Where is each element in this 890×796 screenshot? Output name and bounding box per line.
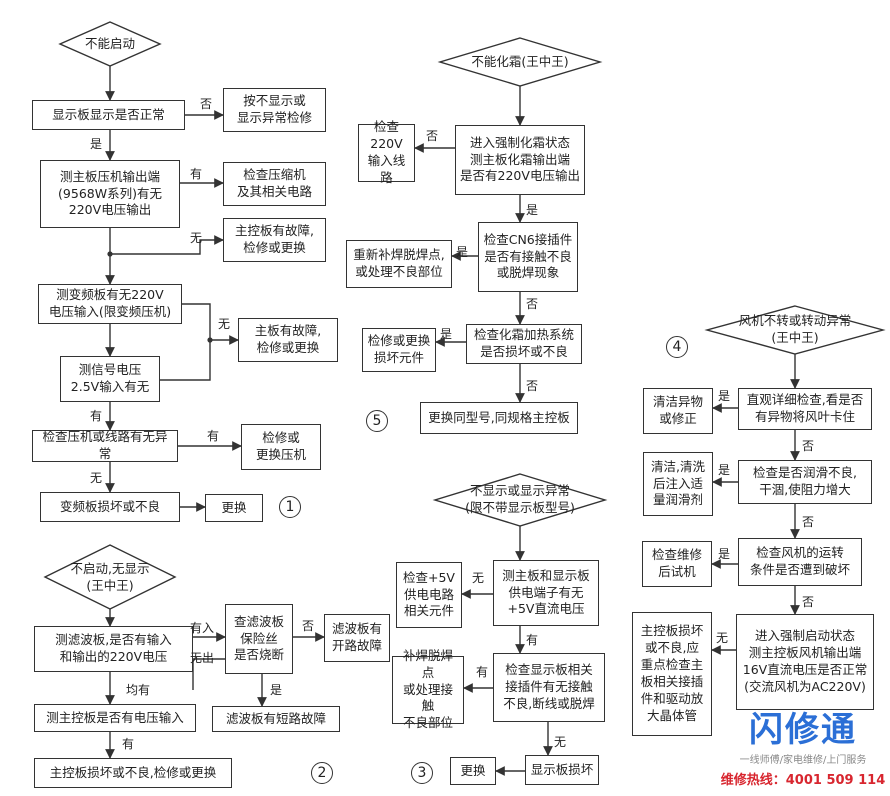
flow1-display-check: 显示板显示是否正常	[32, 100, 185, 130]
flow2-label-have: 有	[122, 737, 135, 751]
flow4-label-no-b: 否	[802, 515, 815, 529]
flow1-label-have-c: 有	[207, 429, 220, 443]
flow1-label-have-a: 有	[190, 167, 203, 181]
flow1-inverter-bad: 变频板损坏或不良	[40, 492, 180, 522]
flow4-repair-test: 检查维修 后试机	[642, 541, 712, 587]
flow2-start: 不启动,无显示 (王中王)	[70, 561, 150, 593]
flow2-label-in-yes: 有入	[190, 621, 215, 635]
flow5-cn6: 检查CN6接插件 是否有接触不良 或脱焊现象	[478, 222, 578, 292]
flow5-label-yes-a: 是	[526, 203, 539, 217]
flow3-check-connector: 检查显示板相关 接插件有无接触 不良,断线或脱焊	[493, 653, 605, 722]
flow2-filter-open: 滤波板有 开路故障	[324, 614, 390, 662]
flow2-label-yes: 是	[270, 683, 283, 697]
flow4-label-yes-a: 是	[718, 389, 731, 403]
flow1-replace: 更换	[205, 494, 263, 522]
flow4-lube: 检查是否润滑不良, 干涸,使阻力增大	[738, 460, 872, 504]
flow1-label-have-b: 有	[90, 409, 103, 423]
flow1-label-none-a: 无	[190, 231, 203, 245]
flow4-label-no-a: 否	[802, 439, 815, 453]
flow3-resolder: 补焊脱焊点 或处理接触 不良部位	[392, 648, 464, 730]
flow5-repair-heater: 检修或更换 损坏元件	[362, 328, 436, 372]
flow2-filter-board: 测滤波板,是否有输入 和输出的220V电压	[34, 626, 193, 672]
flow5-label-no-c: 否	[526, 379, 539, 393]
flow4-label-yes-c: 是	[718, 547, 731, 561]
brand-name: 闪修通	[749, 710, 857, 750]
flow5-start: 不能化霜(王中王)	[471, 53, 569, 69]
flow5-replace-board: 更换同型号,同规格主控板	[420, 402, 578, 434]
flow2-filter-fuse: 查滤波板 保险丝 是否烧断	[225, 604, 293, 674]
flow3-check5v: 测主板和显示板 供电端子有无 +5V直流电压	[493, 560, 599, 626]
flow1-main-board-fault-a: 主控板有故障, 检修或更换	[223, 218, 326, 262]
brand-tagline: 一线师傅/家电维修/上门服务	[739, 755, 867, 767]
flow5-label-yes-b: 是	[456, 245, 469, 259]
flow1-label-none-c: 无	[90, 471, 103, 485]
flow3-label-none-b: 无	[554, 735, 567, 749]
flow4-force-start: 进入强制启动状态 测主控板风机输出端 16V直流电压是否正常 (交流风机为AC2…	[736, 614, 874, 710]
flow3-label-none: 无	[472, 571, 485, 585]
flow3-replace: 更换	[450, 757, 496, 785]
flow5-label-no-b: 否	[526, 297, 539, 311]
flow1-signal-voltage: 测信号电压 2.5V输入有无	[60, 356, 160, 402]
flow3-check-5v-circuit: 检查+5V 供电电路 相关元件	[396, 562, 462, 628]
flow1-label-none-b: 无	[218, 317, 231, 331]
flow5-defrost: 进入强制化霜状态 测主板化霜输出端 是否有220V电压输出	[455, 125, 585, 195]
brand-hotline: 维修热线：4001 509 114	[720, 773, 886, 789]
flow1-check-line: 检查压机或线路有无异常	[32, 429, 178, 462]
flow4-start: 风机不转或转动异常 (王中王)	[738, 313, 852, 345]
flow3-display-bad: 显示板损坏	[525, 755, 599, 785]
flow1-number: 1	[279, 496, 301, 518]
flow4-label-none: 无	[716, 631, 729, 645]
flow4-main-fault: 主控板损坏 或不良,应 重点检查主 板相关接插 件和驱动放 大晶体管	[632, 612, 712, 736]
flow5-label-yes-c: 是	[440, 327, 453, 341]
flow2-label-both: 均有	[126, 683, 151, 697]
flow1-label-no: 否	[200, 97, 213, 111]
flow3-label-have-b: 有	[476, 665, 489, 679]
flow2-filter-short: 滤波板有短路故障	[212, 706, 340, 732]
flow4-number: 4	[666, 336, 688, 358]
flow2-main-input: 测主控板是否有电压输入	[34, 704, 196, 732]
brand-watermark: 闪修通 一线师傅/家电维修/上门服务 维修热线：4001 509 114	[720, 710, 886, 789]
flow4-clean-lube: 清洁,清洗 后注入适 量润滑剂	[643, 452, 713, 516]
flow2-label-out-none: 无出	[190, 651, 215, 665]
flow5-label-no-a: 否	[426, 129, 439, 143]
flow1-label-yes: 是	[90, 137, 103, 151]
flow3-number: 3	[411, 762, 433, 784]
flow2-label-no: 否	[302, 619, 315, 633]
flow4-inspect: 直观详细检查,看是否 有异物将风叶卡住	[738, 388, 872, 430]
flow3-start: 不显示或显示异常 (限不带显示板型号)	[465, 483, 575, 515]
flow1-start: 不能启动	[84, 35, 135, 51]
flow4-label-no-c: 否	[802, 595, 815, 609]
flow4-clean: 清洁异物 或修正	[643, 388, 713, 434]
flow1-display-fix: 按不显示或 显示异常检修	[223, 88, 326, 132]
flow5-number: 5	[366, 410, 388, 432]
flow5-check-220: 检查220V 输入线路	[358, 119, 415, 185]
flow3-label-have: 有	[526, 633, 539, 647]
flow4-label-yes-b: 是	[718, 463, 731, 477]
flow2-main-bad: 主控板损坏或不良,检修或更换	[34, 758, 232, 788]
flow1-main-board-fault-b: 主板有故障, 检修或更换	[238, 318, 338, 362]
flow1-check-compressor: 检查压缩机 及其相关电路	[223, 162, 326, 206]
flow5-heater: 检查化霜加热系统 是否损坏或不良	[466, 324, 582, 364]
flow1-inverter-input: 测变频板有无220V 电压输入(限变频压机)	[38, 284, 182, 324]
flow4-fan-condition: 检查风机的运转 条件是否遭到破坏	[738, 538, 862, 586]
flow2-number: 2	[311, 762, 333, 784]
flow1-repair-compressor: 检修或 更换压机	[241, 424, 321, 470]
flow5-resolder: 重新补焊脱焊点, 或处理不良部位	[346, 240, 452, 288]
flow1-compressor-output: 测主板压机输出端 (9568W系列)有无 220V电压输出	[40, 160, 180, 228]
